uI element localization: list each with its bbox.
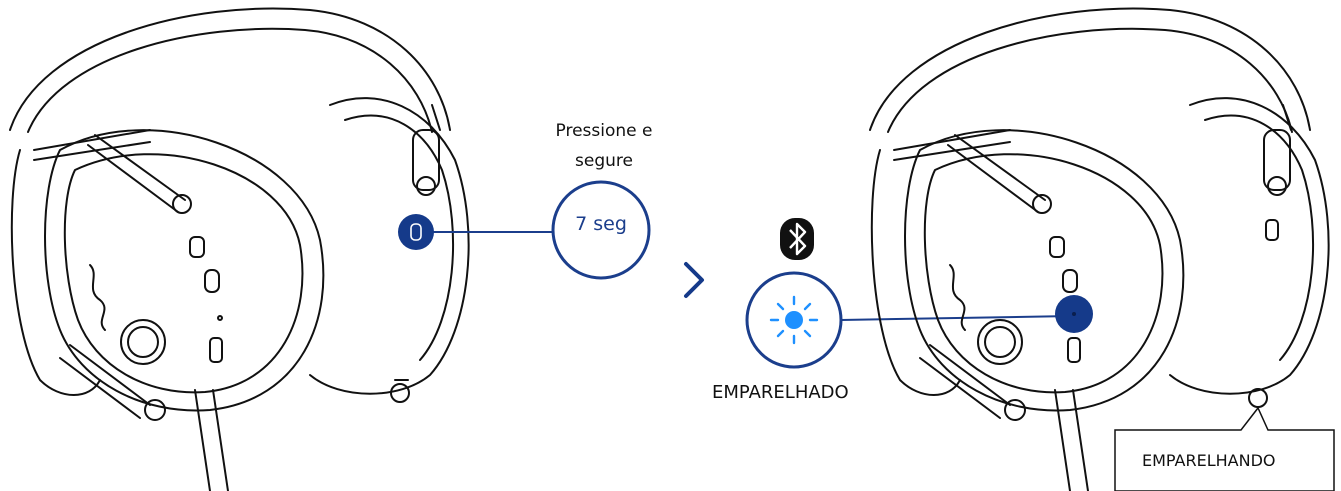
bluetooth-icon <box>780 218 814 260</box>
paired-label: EMPARELHADO <box>712 382 849 403</box>
pairing-callout-box <box>1114 406 1335 491</box>
hold-time-circle <box>551 180 651 280</box>
led-blink-icon <box>745 271 843 369</box>
hold-time-label: 7 seg <box>575 213 627 235</box>
power-button-highlight <box>398 214 434 250</box>
pairing-label: EMPARELHANDO <box>1142 451 1276 470</box>
callout-line-right <box>840 315 1073 321</box>
headset-illustration-right <box>869 7 1330 491</box>
headset-illustration-left <box>9 7 470 491</box>
instruction-text: Pressione e segure <box>555 121 653 171</box>
razer-logo-icon <box>89 264 106 331</box>
chevron-right-icon <box>684 262 704 298</box>
